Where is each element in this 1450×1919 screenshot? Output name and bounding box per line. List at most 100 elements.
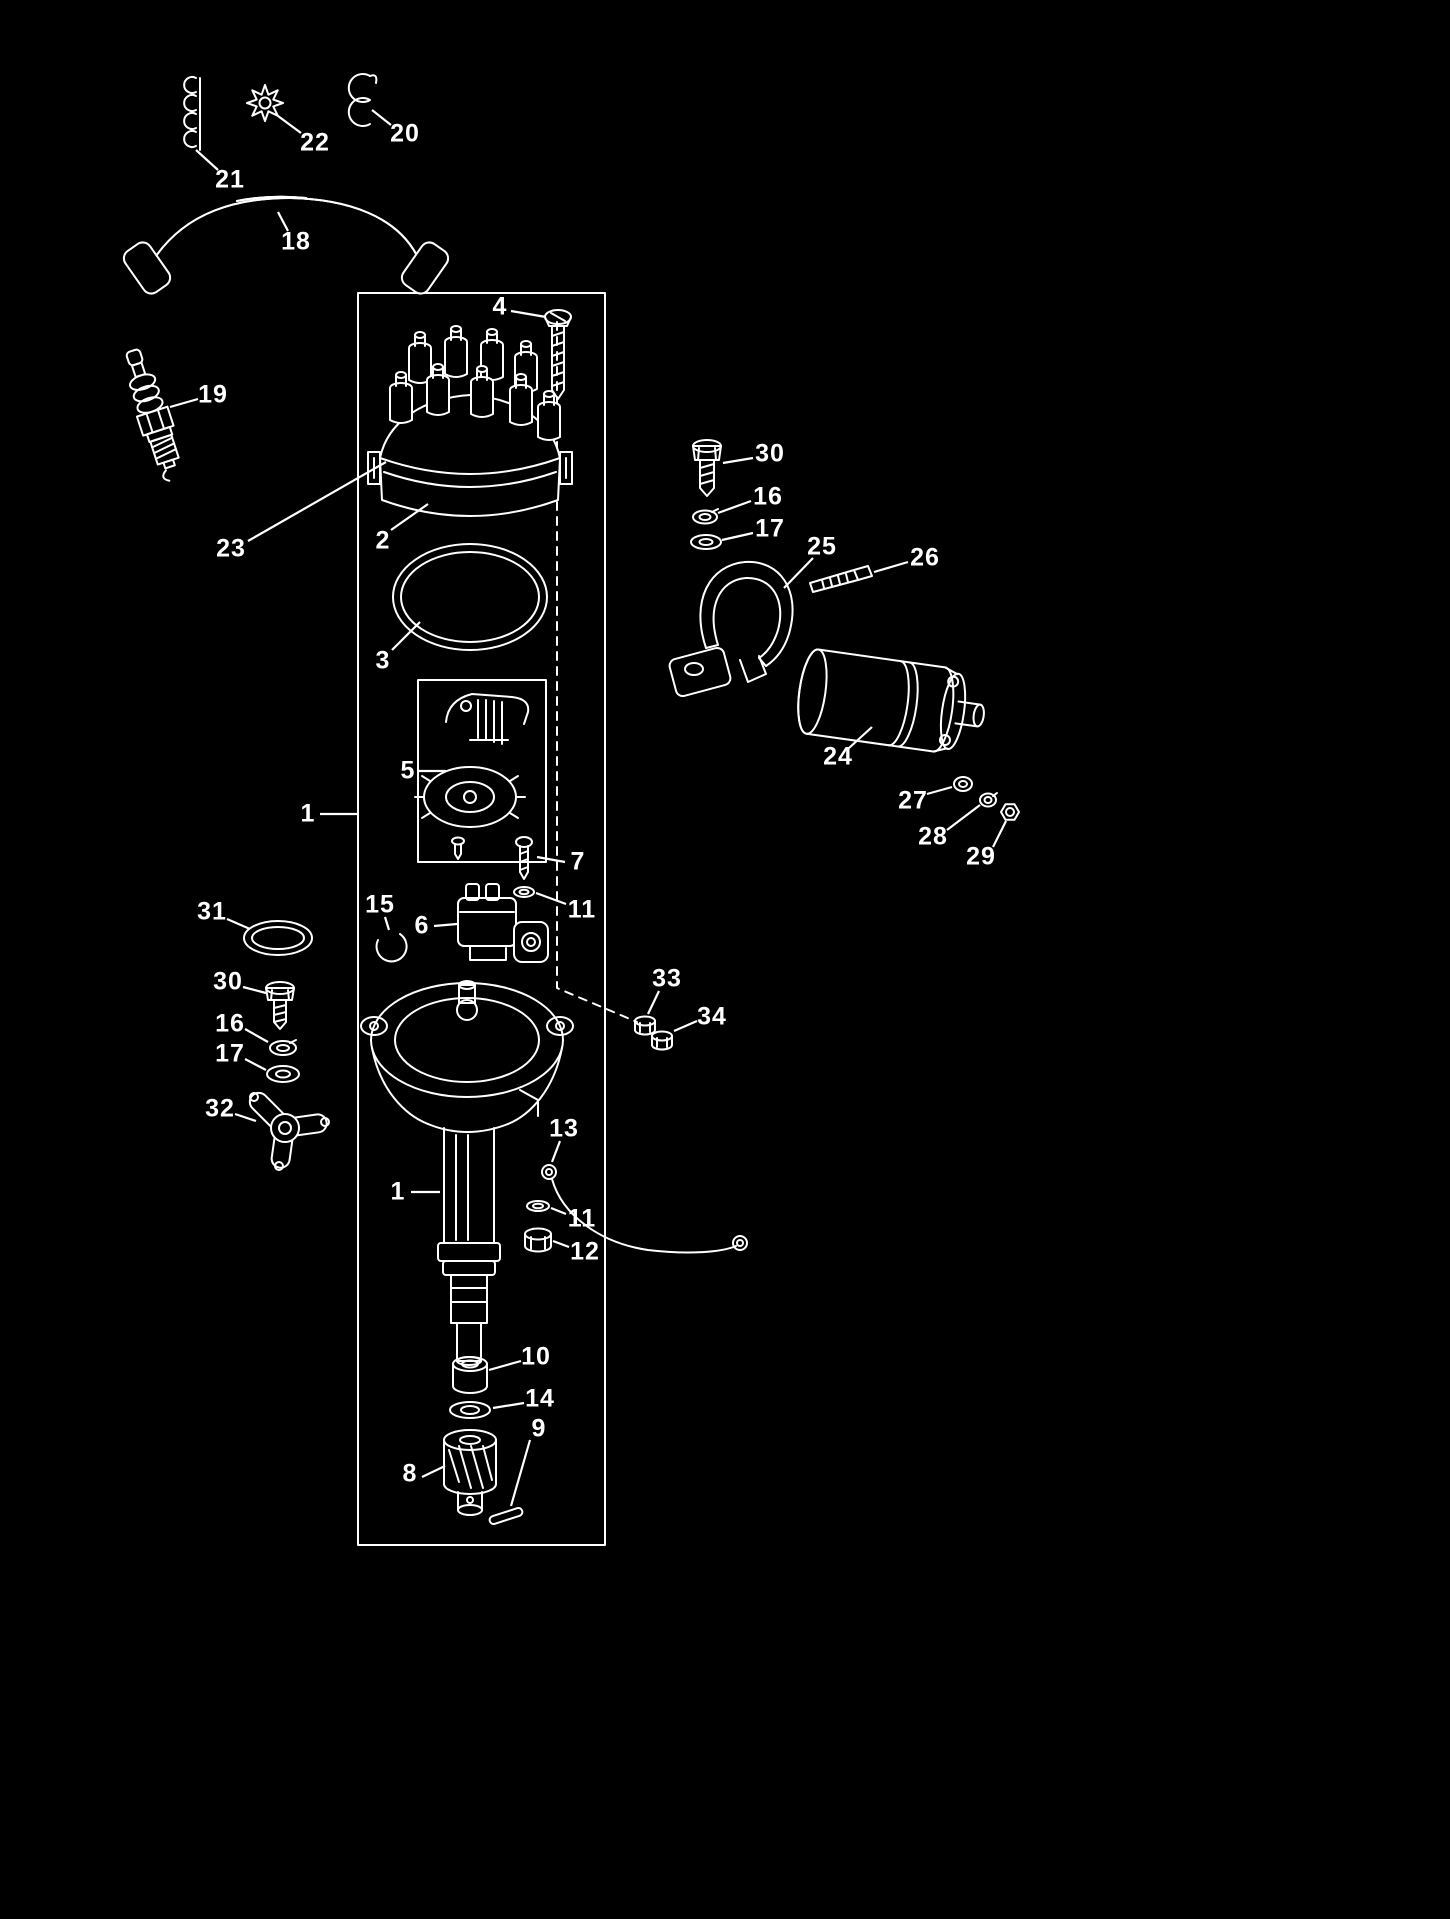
callout-thrust-washer: 14	[525, 1384, 555, 1413]
callout-o-ring: 31	[197, 897, 227, 926]
cap-tower	[537, 390, 561, 441]
leader-line-clamp-screw	[873, 560, 909, 574]
leader-line-bracket-bolt-right	[722, 456, 754, 465]
leader-line-flat-washer-right	[721, 531, 754, 542]
spark-plug	[125, 348, 180, 482]
leader-line-coil-clamp	[783, 557, 814, 589]
ground-lead	[541, 1164, 748, 1254]
washer-upper	[513, 886, 535, 898]
nut-upper	[634, 1015, 656, 1036]
callout-terminal-lockwasher: 28	[918, 822, 948, 851]
leader-line-shaft-nut	[552, 1239, 570, 1249]
callout-wire-bracket: 32	[205, 1094, 235, 1123]
callout-flat-washer-left: 17	[215, 1039, 245, 1068]
leader-line-wire-retainer	[195, 149, 219, 171]
leader-line-distributor-cap	[390, 503, 429, 531]
leader-line-sensor-screw	[536, 855, 566, 864]
callout-flat-washer-right: 17	[755, 514, 785, 543]
leader-line-ignition-coil	[848, 726, 873, 749]
lockwasher-left	[269, 1039, 297, 1056]
callout-washer-lower: 11	[567, 1204, 597, 1233]
distributor-housing	[360, 980, 574, 1366]
shaft-nut	[524, 1227, 552, 1253]
callout-sensor-assembly: 6	[414, 911, 430, 940]
e-clip	[375, 933, 408, 963]
callout-lockwasher-left: 16	[215, 1009, 245, 1038]
lockwasher-right	[692, 508, 719, 525]
callout-spark-plug: 19	[198, 380, 228, 409]
callout-cap-screw: 4	[492, 292, 508, 321]
callout-sensor-screw: 7	[570, 847, 586, 876]
leader-line-o-ring	[226, 917, 251, 931]
leader-line-cap-latch	[247, 461, 387, 542]
leader-line-gear-pin	[509, 1439, 532, 1507]
leader-line-ground-lead	[550, 1140, 562, 1163]
cap-tower	[408, 331, 432, 384]
sensor-screw	[515, 836, 533, 880]
leader-line-e-clip	[383, 916, 391, 931]
cap-tower	[444, 325, 468, 378]
leader-line-flat-washer-left	[244, 1058, 267, 1071]
drive-gear	[443, 1429, 497, 1516]
callout-washer-upper: 11	[567, 895, 597, 924]
leader-line-thrust-washer	[492, 1401, 525, 1410]
callout-nut-lower: 34	[697, 1002, 727, 1031]
terminal-lockwasher	[979, 792, 998, 808]
leader-line-spark-plug	[169, 397, 199, 409]
terminal-nut	[1000, 803, 1020, 821]
callout-clamp-screw: 26	[910, 543, 940, 572]
flat-washer-left	[266, 1065, 300, 1083]
leader-line-wire-separator	[277, 115, 302, 134]
leader-line-drive-gear	[421, 1465, 446, 1478]
bracket-bolt-left	[265, 981, 295, 1030]
callout-wire-separator: 22	[300, 128, 330, 157]
leader-line-spark-plug-wire	[277, 211, 289, 232]
cap-tower	[470, 365, 494, 418]
leader-line-wire-clip	[371, 109, 392, 126]
leader-line-terminal-nut	[992, 820, 1007, 848]
callout-nut-upper: 33	[652, 964, 682, 993]
leader-line-cap-screw	[510, 309, 547, 319]
coil-clamp	[668, 560, 794, 698]
cap-seal	[392, 543, 548, 651]
leader-line-sensor-assembly	[433, 922, 458, 928]
callout-terminal-nut: 29	[966, 842, 996, 871]
leader-line-nut-lower	[673, 1019, 698, 1033]
nut-lower	[651, 1030, 673, 1051]
callout-distributor-housing: 1	[390, 1177, 406, 1206]
callout-bushing: 10	[521, 1342, 551, 1371]
cap-tower	[389, 371, 413, 424]
wire-separator	[246, 84, 284, 122]
cap-tower	[426, 363, 450, 416]
leader-line-nut-upper	[647, 990, 660, 1015]
leader-line-terminal-lockwasher	[946, 804, 981, 831]
callout-cap-latch: 23	[216, 534, 246, 563]
callout-bracket-bolt-right: 30	[755, 439, 785, 468]
rotor	[414, 693, 530, 860]
leader-line-washer-lower	[550, 1206, 567, 1216]
leader-line-cap-seal	[391, 621, 421, 651]
leader-line-lockwasher-left	[244, 1028, 269, 1043]
gear-pin	[488, 1506, 524, 1526]
flat-washer-right	[690, 534, 722, 550]
cap-tower	[509, 373, 533, 426]
bracket-bolt-right	[692, 439, 722, 497]
leader-line-washer-upper	[535, 891, 567, 906]
leader-line-lockwasher-right	[717, 499, 752, 515]
o-ring	[243, 920, 313, 956]
leader-line-terminal-washer	[926, 785, 953, 796]
callout-e-clip: 15	[365, 890, 395, 919]
spark-plug-wire	[122, 195, 450, 295]
callout-bracket-bolt-left: 30	[213, 967, 243, 996]
centerline	[556, 321, 638, 1023]
callout-distributor-assembly: 1	[300, 799, 316, 828]
terminal-washer	[953, 776, 973, 792]
wire-clip	[347, 73, 378, 127]
clamp-screw	[809, 565, 873, 593]
callout-rotor: 5	[400, 756, 416, 785]
bushing	[452, 1356, 488, 1394]
callout-ground-lead: 13	[549, 1114, 579, 1143]
leader-lines-layer	[169, 109, 1007, 1507]
